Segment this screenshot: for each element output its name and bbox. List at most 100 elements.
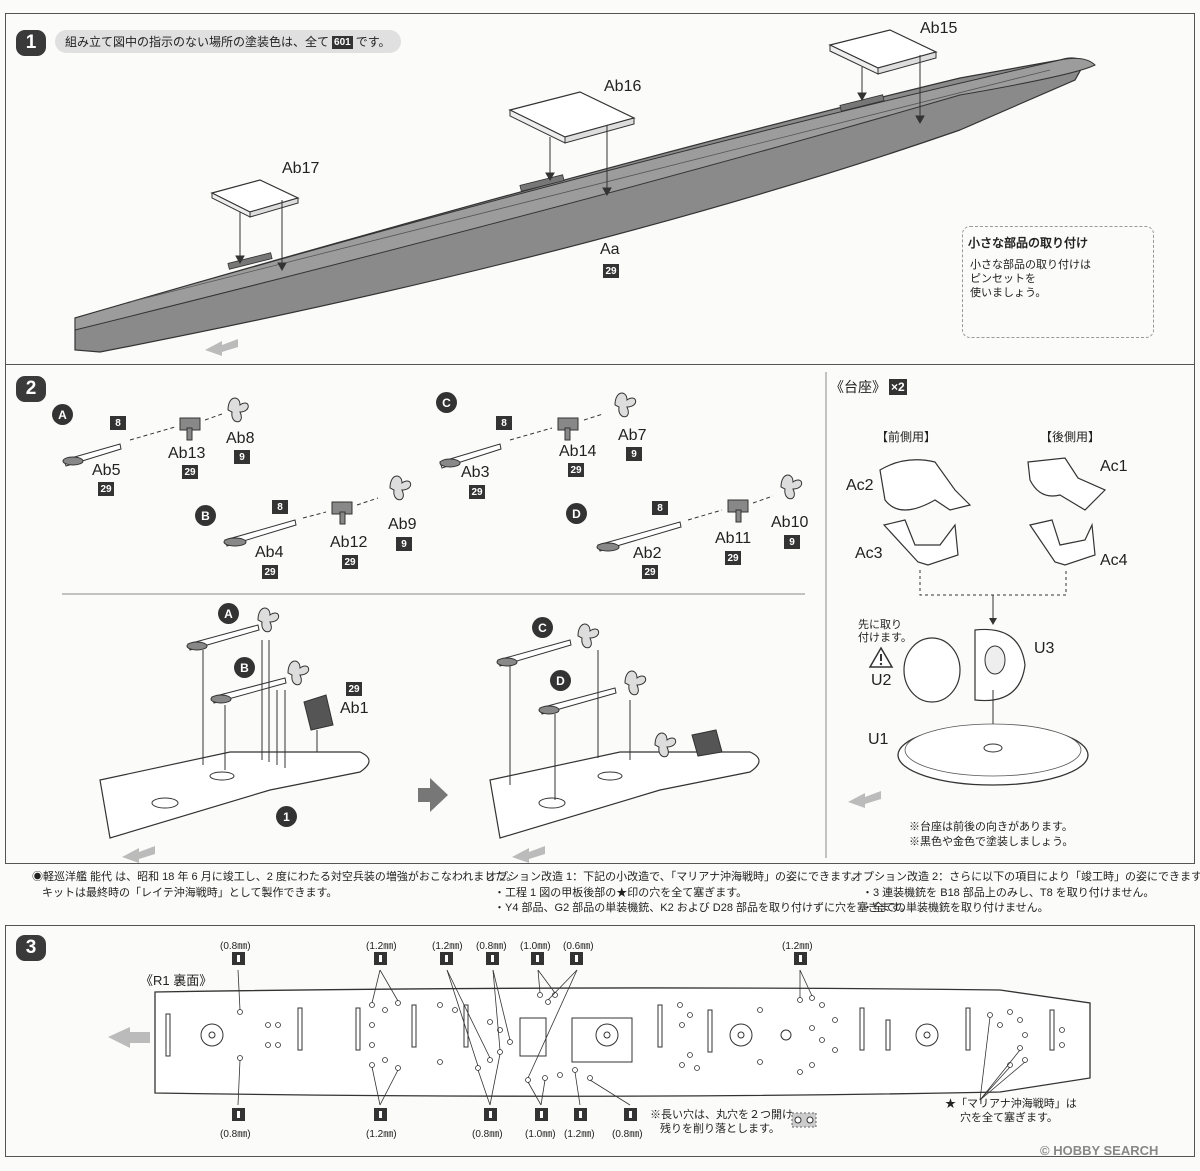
install-d-marker: D [550, 670, 571, 691]
subassembly-b-marker: B [195, 505, 216, 526]
subassembly-c-shaft-code: 8 [496, 416, 512, 430]
part-ac4-label: Ac4 [1100, 552, 1128, 569]
star-note-line-2: 穴を全て塞ぎます。 [960, 1112, 1058, 1124]
watermark: © HOBBY SEARCH [1040, 1143, 1159, 1158]
subassembly-c-shaft-color: 29 [469, 485, 485, 499]
subassembly-d-marker: D [566, 503, 587, 524]
drill-size-top-6: (0.6㎜) [563, 941, 594, 952]
subassembly-c-bracket: Ab14 [559, 443, 597, 460]
subassembly-a-shaft: Ab5 [92, 462, 121, 479]
subassembly-d-shaft-code: 8 [652, 501, 668, 515]
drill-size-bottom-1: (0.8㎜) [220, 1129, 251, 1140]
part-ab16-label: Ab16 [604, 78, 642, 95]
drill-icon-bottom-3 [484, 1108, 497, 1121]
subassembly-b-bracket: Ab12 [330, 534, 368, 551]
stand-title-text: 《台座》 [830, 379, 886, 395]
subassembly-d-bracket-color: 29 [725, 551, 741, 565]
subassembly-d-shaft: Ab2 [633, 545, 662, 562]
drill-icon-bottom-5 [574, 1108, 587, 1121]
option2-title: オプション改造 2：さらに以下の項目により「竣工時」の姿にできます。 [852, 871, 1200, 883]
subassembly-b-prop: Ab9 [388, 516, 417, 533]
caution-text-line-2: 付けます。 [858, 632, 912, 644]
drill-size-bottom-2: (1.2㎜) [366, 1129, 397, 1140]
stand-title: 《台座》×2 [830, 377, 910, 397]
subassembly-b-bracket-color: 29 [342, 555, 358, 569]
drill-icon-top-1 [232, 952, 245, 965]
drill-icon-top-2 [374, 952, 387, 965]
drill-icon-top-4 [486, 952, 499, 965]
history-band [5, 864, 1195, 924]
subassembly-b-prop-color: 9 [396, 537, 412, 551]
hole-note-line-1: ※長い穴は、丸穴を２つ開け [650, 1109, 793, 1121]
caution-text-line-1: 先に取り [858, 619, 902, 631]
drill-icon-bottom-1 [232, 1108, 245, 1121]
drill-icon-top-6 [570, 952, 583, 965]
drill-size-bottom-4: (1.0㎜) [525, 1129, 556, 1140]
tip-title: 小さな部品の取り付け [968, 236, 1089, 250]
option1-item-1: ・工程 1 図の甲板後部の★印の穴を全て塞ぎます。 [494, 887, 748, 899]
history-left-line-1: ◉軽巡洋艦 能代 は、昭和 18 年 6 月に竣工し、2 度にわたる対空兵装の増… [32, 871, 518, 883]
install-b-marker: B [234, 657, 255, 678]
part-ab17-label: Ab17 [282, 160, 320, 177]
drill-size-top-2: (1.2㎜) [366, 941, 397, 952]
option2-item-2: ・全ての単装機銃を取り付けません。 [862, 902, 1049, 914]
part-u1-label: U1 [868, 731, 889, 748]
stand-note-2: ※黒色や金色で塗装しましょう。 [909, 836, 1074, 848]
drill-icon-top-5 [531, 952, 544, 965]
star-note-line-1: ★「マリアナ沖海戦時」は [945, 1098, 1077, 1110]
subassembly-a-shaft-code: 8 [110, 416, 126, 430]
install-c-marker: C [532, 617, 553, 638]
step2-frame [5, 364, 1195, 864]
drill-size-bottom-3: (0.8㎜) [472, 1129, 503, 1140]
step1-reference-marker: 1 [276, 806, 297, 827]
step1-number: 1 [16, 30, 46, 56]
drill-size-bottom-5: (1.2㎜) [564, 1129, 595, 1140]
part-aa-label: Aa [600, 241, 620, 258]
subassembly-a-prop: Ab8 [226, 430, 255, 447]
part-u2-label: U2 [871, 672, 892, 689]
drill-icon-bottom-4 [535, 1108, 548, 1121]
part-ac2-label: Ac2 [846, 477, 874, 494]
part-aa-color-code: 29 [603, 264, 619, 278]
stand-rear-label: 【後側用】 [1040, 430, 1101, 444]
subassembly-c-shaft: Ab3 [461, 464, 490, 481]
drill-icon-top-7 [794, 952, 807, 965]
stand-note-1: ※台座は前後の向きがあります。 [909, 821, 1073, 833]
color-badge-601: 601 [332, 36, 353, 49]
subassembly-a-marker: A [52, 404, 73, 425]
hole-note-line-2: 残りを削り落とします。 [660, 1123, 780, 1135]
stand-multiplier: ×2 [889, 379, 907, 395]
subassembly-a-prop-color: 9 [234, 450, 250, 464]
part-ab15-label: Ab15 [920, 20, 958, 37]
drill-size-bottom-6: (0.8㎜) [612, 1129, 643, 1140]
drill-size-top-5: (1.0㎜) [520, 941, 551, 952]
part-ac1-label: Ac1 [1100, 458, 1128, 475]
drill-size-top-7: (1.2㎜) [782, 941, 813, 952]
tip-line-2: ピンセットを [970, 273, 1036, 285]
instruction-text-after: です。 [355, 35, 391, 49]
subassembly-b-shaft-code: 8 [272, 500, 288, 514]
tip-line-1: 小さな部品の取り付けは [970, 259, 1091, 271]
subassembly-d-prop-color: 9 [784, 535, 800, 549]
drill-icon-bottom-6 [624, 1108, 637, 1121]
instruction-text-before: 組み立て図中の指示のない場所の塗装色は、全て [65, 35, 330, 49]
part-u3-label: U3 [1034, 640, 1055, 657]
history-left-line-2: キットは最終時の「レイテ沖海戦時」として製作できます。 [42, 887, 338, 899]
option1-item-2: ・Y4 部品、G2 部品の単装機銃、K2 および D28 部品を取り付けずに穴を… [494, 902, 911, 914]
stand-front-label: 【前側用】 [876, 430, 937, 444]
part-ac3-label: Ac3 [855, 545, 883, 562]
subassembly-c-bracket-color: 29 [568, 463, 584, 477]
tip-line-3: 使いましょう。 [970, 287, 1047, 299]
subassembly-b-shaft: Ab4 [255, 544, 284, 561]
rudder-color-code: 29 [346, 682, 362, 696]
subassembly-d-bracket: Ab11 [715, 530, 752, 547]
tip-box [962, 226, 1154, 338]
r1-reverse-label: 《R1 裏面》 [140, 973, 213, 988]
subassembly-c-prop-color: 9 [626, 447, 642, 461]
subassembly-a-shaft-color: 29 [98, 482, 114, 496]
subassembly-a-bracket: Ab13 [168, 445, 206, 462]
